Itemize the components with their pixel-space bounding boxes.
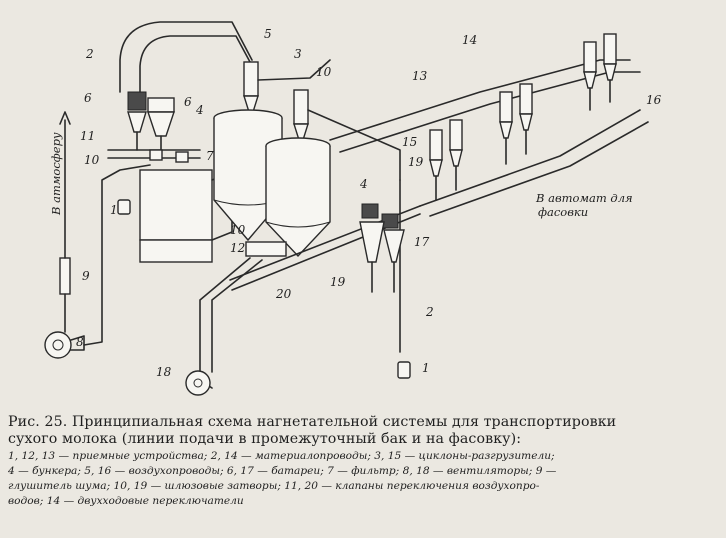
label-12: 12 [230,241,245,255]
filter-7 [139,169,233,263]
label-2-bottom: 2 [425,305,434,319]
caption-legend-line2: 4 — бункера; 5, 16 — воздухопроводы; 6, … [8,465,557,477]
caption-legend-line1: 1, 12, 13 — приемные устройства; 2, 14 —… [8,450,555,462]
label-15: 15 [402,135,417,149]
label-11: 11 [80,129,95,143]
hopper-4-right [265,137,331,258]
battery-17 [359,203,405,293]
battery-6 [127,91,175,151]
label-1-left: 1 [110,203,118,217]
label-19-top: 19 [408,155,424,169]
cyclone-3 [243,61,259,113]
pneumatic-transport-diagram: В атмосферу [44,21,662,396]
label-9: 9 [82,269,90,283]
label-10-top: 10 [316,65,332,79]
receiver-1-right [397,361,411,379]
caption-legend-line3: глушитель шума; 10, 19 — шлюзовые затвор… [8,480,540,492]
label-6-left: 6 [84,91,92,105]
caption-title-line2: сухого молока (линии подачи в промежуточ… [8,431,522,447]
packing-note-line2: фасовки [538,205,588,219]
cyclones-15 [429,33,617,201]
label-13: 13 [412,69,428,83]
label-8: 8 [76,335,84,349]
label-4-right: 4 [359,177,368,191]
fan-18 [185,370,211,396]
label-20: 20 [275,287,292,301]
receiver-1-left [117,199,131,215]
label-7: 7 [206,149,214,163]
air-line-8 [83,164,151,346]
label-10-left: 10 [84,153,100,167]
packing-note-line1: В автомат для [535,191,633,205]
figure-caption: Рис. 25. Принципиальная схема нагнетател… [8,414,720,508]
label-16: 16 [646,93,662,107]
cyclone-10 [293,89,309,141]
label-6-right: 6 [184,95,192,109]
material-line-2 [119,21,253,93]
receiver-12 [245,241,287,257]
atmosphere-note: В атмосферу [49,132,63,216]
label-1-right: 1 [422,361,430,375]
label-19-bottom: 19 [330,275,346,289]
label-18: 18 [156,365,172,379]
label-17: 17 [414,235,430,249]
label-4-left: 4 [195,103,204,117]
label-2: 2 [85,47,94,61]
caption-legend-line4: водов; 14 — двухходовые переключатели [8,495,244,507]
label-14: 14 [462,33,477,47]
label-5: 5 [264,27,272,41]
label-3: 3 [294,47,302,61]
muffler-9 [59,111,71,333]
caption-title-line1: Рис. 25. Принципиальная схема нагнетател… [8,414,617,430]
label-10-bottom: 10 [230,223,246,237]
bottom-line [199,257,263,389]
fan-8 [44,331,85,359]
